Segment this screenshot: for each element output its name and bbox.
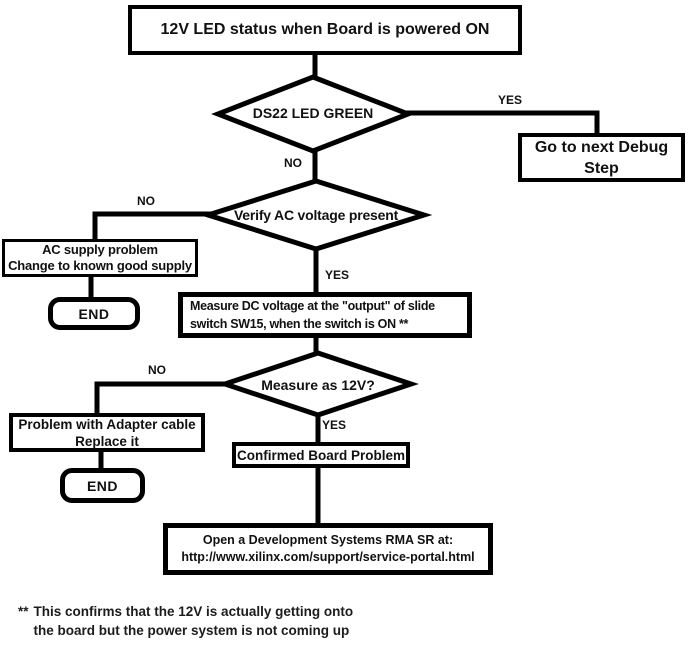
- node-confirmed-board-problem: Confirmed Board Problem: [232, 442, 410, 468]
- adapter-line1: Problem with Adapter cable: [18, 416, 196, 432]
- decision-diamond-verify-ac: [199, 178, 433, 252]
- adapter-line2: Replace it: [75, 433, 139, 449]
- title-text: 12V LED status when Board is powered ON: [160, 21, 490, 38]
- edge-label-no-measure-12v: NO: [148, 363, 166, 377]
- edge-label-yes-verify-ac: YES: [324, 268, 349, 282]
- footnote-line1: This confirms that the 12V is actually g…: [33, 604, 354, 619]
- edge-label-no-verify-ac: NO: [137, 194, 155, 208]
- go-next-line1: Go to next Debug: [534, 138, 669, 156]
- edge-label-yes-ds22: YES: [497, 93, 522, 107]
- decision-label-ds22: DS22 LED GREEN: [252, 105, 374, 121]
- go-next-line2: Step: [584, 159, 619, 177]
- node-rma-service-portal: Open a Development Systems RMA SR at: ht…: [163, 523, 493, 575]
- node-end-2: END: [60, 468, 145, 503]
- node-end-1: END: [48, 297, 140, 330]
- node-ac-supply-problem: AC supply problem Change to known good s…: [2, 239, 198, 277]
- node-adapter-cable-problem: Problem with Adapter cable Replace it: [9, 413, 205, 452]
- connector-12v-no-elbow: [94, 381, 230, 418]
- rma-line2: http://www.xilinx.com/support/service-po…: [181, 550, 475, 564]
- connector-ds22-yes-elbow: [403, 110, 600, 140]
- edge-label-yes-measure-12v: YES: [321, 418, 346, 432]
- ac-problem-line2: Change to known good supply: [8, 258, 192, 273]
- footnote-text: This confirms that the 12V is actually g…: [34, 602, 354, 640]
- decision-diamond-measure-12v: [217, 350, 419, 418]
- edge-label-no-ds22: NO: [284, 156, 302, 170]
- ac-problem-line1: AC supply problem: [42, 242, 158, 257]
- decision-label-verify-ac: Verify AC voltage present: [233, 207, 399, 223]
- end-1-label: END: [78, 305, 110, 322]
- confirmed-label: Confirmed Board Problem: [236, 447, 406, 463]
- footnote-line2: the board but the power system is not co…: [33, 623, 350, 638]
- node-measure-dc-voltage: Measure DC voltage at the "output" of sl…: [178, 292, 472, 338]
- end-2-label: END: [86, 477, 119, 494]
- decision-label-measure-12v: Measure as 12V?: [261, 377, 375, 393]
- connector-verifyac-no-elbow: [92, 211, 214, 245]
- footnote-marker: **: [18, 604, 29, 619]
- footnote: ** This confirms that the 12V is actuall…: [18, 602, 353, 640]
- measure-line1: Measure DC voltage at the "output" of sl…: [190, 299, 435, 313]
- node-title-start: 12V LED status when Board is powered ON: [128, 5, 522, 55]
- rma-line1: Open a Development Systems RMA SR at:: [202, 533, 454, 547]
- node-go-next-debug-step: Go to next Debug Step: [518, 133, 685, 182]
- decision-diamond-ds22: [211, 74, 415, 154]
- measure-line2: switch SW15, when the switch is ON **: [190, 317, 409, 331]
